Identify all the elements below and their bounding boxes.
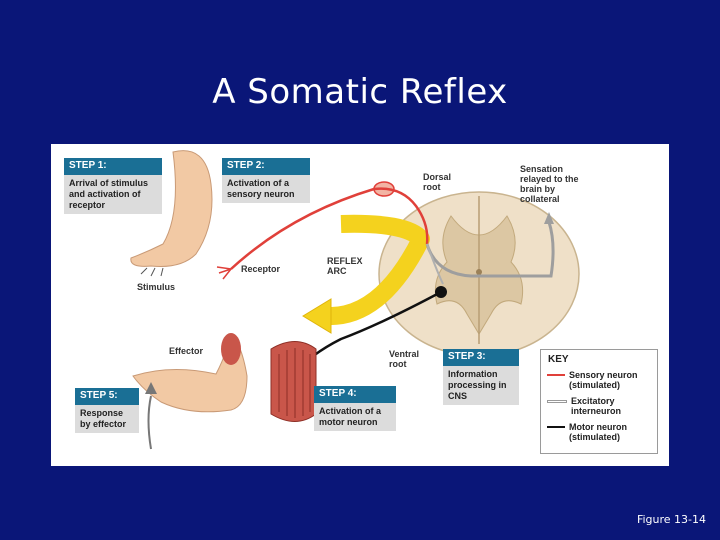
key-item-sensory: Sensory neuron (stimulated) bbox=[547, 370, 649, 390]
sensory-swatch bbox=[547, 374, 565, 376]
label-sensation: Sensation relayed to the brain by collat… bbox=[520, 164, 579, 204]
key-item-motor: Motor neuron (stimulated) bbox=[547, 422, 649, 442]
step-5-head: STEP 5: bbox=[75, 388, 139, 405]
interneuron-swatch bbox=[547, 400, 567, 403]
sensory-neuron bbox=[230, 187, 429, 270]
label-ventral-root: Ventral root bbox=[389, 349, 420, 369]
muscle-bundle bbox=[270, 341, 317, 422]
figure-caption: Figure 13-14 bbox=[636, 513, 706, 526]
step-3-head: STEP 3: bbox=[443, 349, 519, 366]
step-2-body: Activation of a sensory neuron bbox=[222, 175, 310, 203]
label-dorsal-root: Dorsal root bbox=[423, 172, 452, 192]
step-3-body: Information processing in CNS bbox=[443, 366, 519, 405]
key-title: KEY bbox=[548, 354, 569, 365]
legend-key: KEY Sensory neuron (stimulated) Excitato… bbox=[540, 349, 658, 454]
label-reflex-arc: REFLEX ARC bbox=[327, 256, 363, 276]
reflex-figure: STEP 1: Arrival of stimulus and activati… bbox=[51, 144, 669, 466]
step-5-body: Response by effector bbox=[75, 405, 139, 433]
key-item-interneuron: Excitatory interneuron bbox=[547, 396, 651, 416]
step-2-box: STEP 2: Activation of a sensory neuron bbox=[222, 158, 310, 203]
label-stimulus: Stimulus bbox=[137, 282, 176, 292]
arm-stimulus bbox=[130, 150, 213, 277]
interneuron bbox=[426, 243, 444, 285]
step-4-body: Activation of a motor neuron bbox=[314, 403, 396, 431]
step-2-head: STEP 2: bbox=[222, 158, 310, 175]
step-5-box: STEP 5: Response by effector bbox=[75, 388, 139, 433]
step-1-head: STEP 1: bbox=[64, 158, 162, 175]
step-4-box: STEP 4: Activation of a motor neuron bbox=[314, 386, 396, 431]
slide-title: A Somatic Reflex bbox=[212, 72, 508, 112]
arm-effector bbox=[132, 333, 248, 450]
collateral-pathway bbox=[425, 221, 555, 278]
step-3-box: STEP 3: Information processing in CNS bbox=[443, 349, 519, 405]
reflex-illustration bbox=[130, 150, 580, 450]
step-1-body: Arrival of stimulus and activation of re… bbox=[64, 175, 162, 214]
step-4-head: STEP 4: bbox=[314, 386, 396, 403]
label-effector: Effector bbox=[169, 346, 204, 356]
step-1-box: STEP 1: Arrival of stimulus and activati… bbox=[64, 158, 162, 214]
reflex-arc-arrow bbox=[302, 214, 430, 334]
label-receptor: Receptor bbox=[241, 264, 281, 274]
receptor-endings bbox=[216, 266, 232, 280]
motor-swatch bbox=[547, 426, 565, 428]
